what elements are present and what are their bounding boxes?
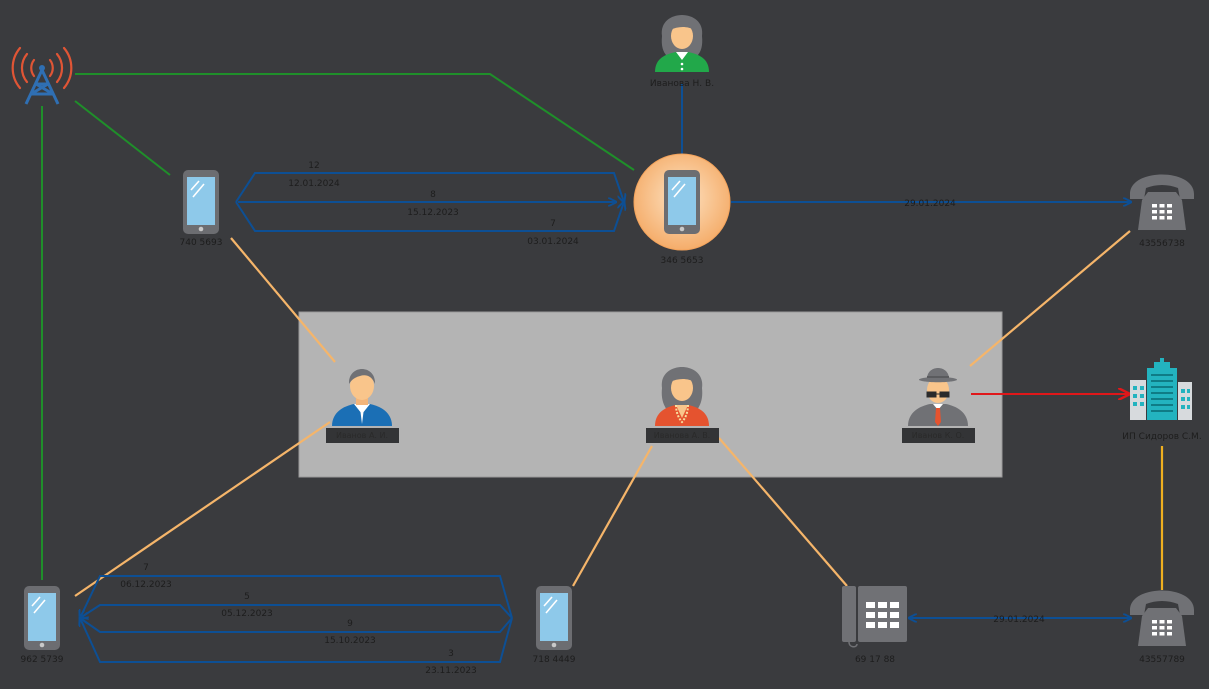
edge-person-right-landline-top[interactable]: [969, 230, 1131, 367]
call-1-count: 12: [308, 161, 319, 171]
call-8-count: 3: [448, 649, 454, 659]
call-6-count: 5: [244, 592, 250, 602]
landline-right-bottom-label: 43557789: [1139, 655, 1185, 665]
owner-edges: [74, 230, 1131, 597]
call-7-count: 9: [347, 619, 353, 629]
office-phone-icon: [842, 586, 907, 648]
landline-right-top-label: 43556738: [1139, 239, 1185, 249]
company-label: ИП Сидоров С.М.: [1122, 432, 1201, 442]
cell-edges: [41, 73, 635, 580]
node-office-phone[interactable]: 69 17 88: [842, 586, 907, 665]
woman-red-icon: [655, 367, 709, 426]
call-9-date: 29.01.2024: [993, 615, 1045, 625]
edge-call-3[interactable]: [235, 202, 624, 232]
call-edges: [80, 84, 1131, 663]
smartphone-icon: [536, 586, 572, 650]
edge-phone-top-person-left[interactable]: [230, 237, 336, 363]
person-top-label: Иванова Н. В.: [650, 79, 714, 89]
edge-person-mid-office-phone[interactable]: [718, 437, 848, 587]
cell-tower-icon[interactable]: [11, 46, 73, 105]
call-4-date: 29.01.2024: [904, 199, 956, 209]
node-person-mid[interactable]: Иванова А. В.: [646, 367, 719, 443]
person-right-label: Иванов К. О.: [912, 431, 965, 440]
call-7-date: 15.10.2023: [324, 636, 376, 646]
node-person-right[interactable]: Иванов К. О.: [902, 368, 975, 443]
call-5-count: 7: [143, 563, 149, 573]
edge-tower-phone-top[interactable]: [74, 100, 171, 176]
group-box: [298, 311, 1003, 478]
node-company[interactable]: ИП Сидоров С.М.: [1122, 358, 1202, 442]
node-phone-bottom-left[interactable]: 962 5739: [21, 586, 64, 665]
edge-call-6[interactable]: [80, 604, 513, 618]
call-3-date: 03.01.2024: [527, 237, 579, 247]
phone-bottom-left-label: 962 5739: [21, 655, 64, 665]
man-blue-icon: [332, 369, 392, 426]
phone-center-label: 346 5653: [661, 256, 704, 266]
person-mid-label: Иванова А. В.: [654, 431, 710, 440]
smartphone-icon: [664, 170, 700, 234]
node-landline-right-top[interactable]: 43556738: [1130, 174, 1194, 250]
phone-top-label: 740 5693: [180, 238, 223, 248]
desk-phone-icon: [1130, 174, 1194, 230]
edge-call-1[interactable]: [235, 172, 624, 202]
office-building-icon: [1130, 358, 1192, 420]
call-1-date: 12.01.2024: [288, 179, 340, 189]
edge-call-7[interactable]: [80, 618, 513, 633]
phone-bottom-mid-label: 718 4449: [533, 655, 576, 665]
node-phone-center[interactable]: 346 5653: [633, 153, 731, 266]
desk-phone-icon: [1130, 590, 1194, 646]
smartphone-icon: [183, 170, 219, 234]
person-left-plate: [326, 428, 399, 443]
woman-green-icon: [655, 15, 709, 72]
node-phone-top[interactable]: 740 5693: [180, 170, 223, 248]
smartphone-icon: [24, 586, 60, 650]
call-2-date: 15.12.2023: [407, 208, 459, 218]
node-phone-bottom-mid[interactable]: 718 4449: [533, 586, 576, 665]
call-5-date: 06.12.2023: [120, 580, 172, 590]
node-person-left[interactable]: Иванов А. И.: [326, 369, 399, 443]
edge-labels: 12 12.01.2024 8 15.12.2023 7 03.01.2024 …: [120, 161, 1045, 676]
person-mid-plate: [646, 428, 719, 443]
node-person-top[interactable]: Иванова Н. В.: [650, 15, 714, 89]
person-right-plate: [902, 428, 975, 443]
edge-call-5[interactable]: [80, 575, 513, 618]
call-6-date: 05.12.2023: [221, 609, 273, 619]
office-phone-label: 69 17 88: [855, 655, 895, 665]
node-landline-right-bottom[interactable]: 43557789: [1130, 590, 1194, 666]
call-8-date: 23.11.2023: [425, 666, 477, 676]
edge-tower-center[interactable]: [75, 73, 635, 171]
person-left-label: Иванов А. И.: [336, 431, 388, 440]
edge-person-left-phone-bottom-left[interactable]: [74, 421, 331, 597]
call-3-count: 7: [550, 219, 556, 229]
edge-person-mid-phone-bottom-mid[interactable]: [572, 445, 653, 587]
call-2-count: 8: [430, 190, 436, 200]
edge-call-8[interactable]: [80, 618, 513, 663]
spy-icon: [908, 368, 968, 426]
